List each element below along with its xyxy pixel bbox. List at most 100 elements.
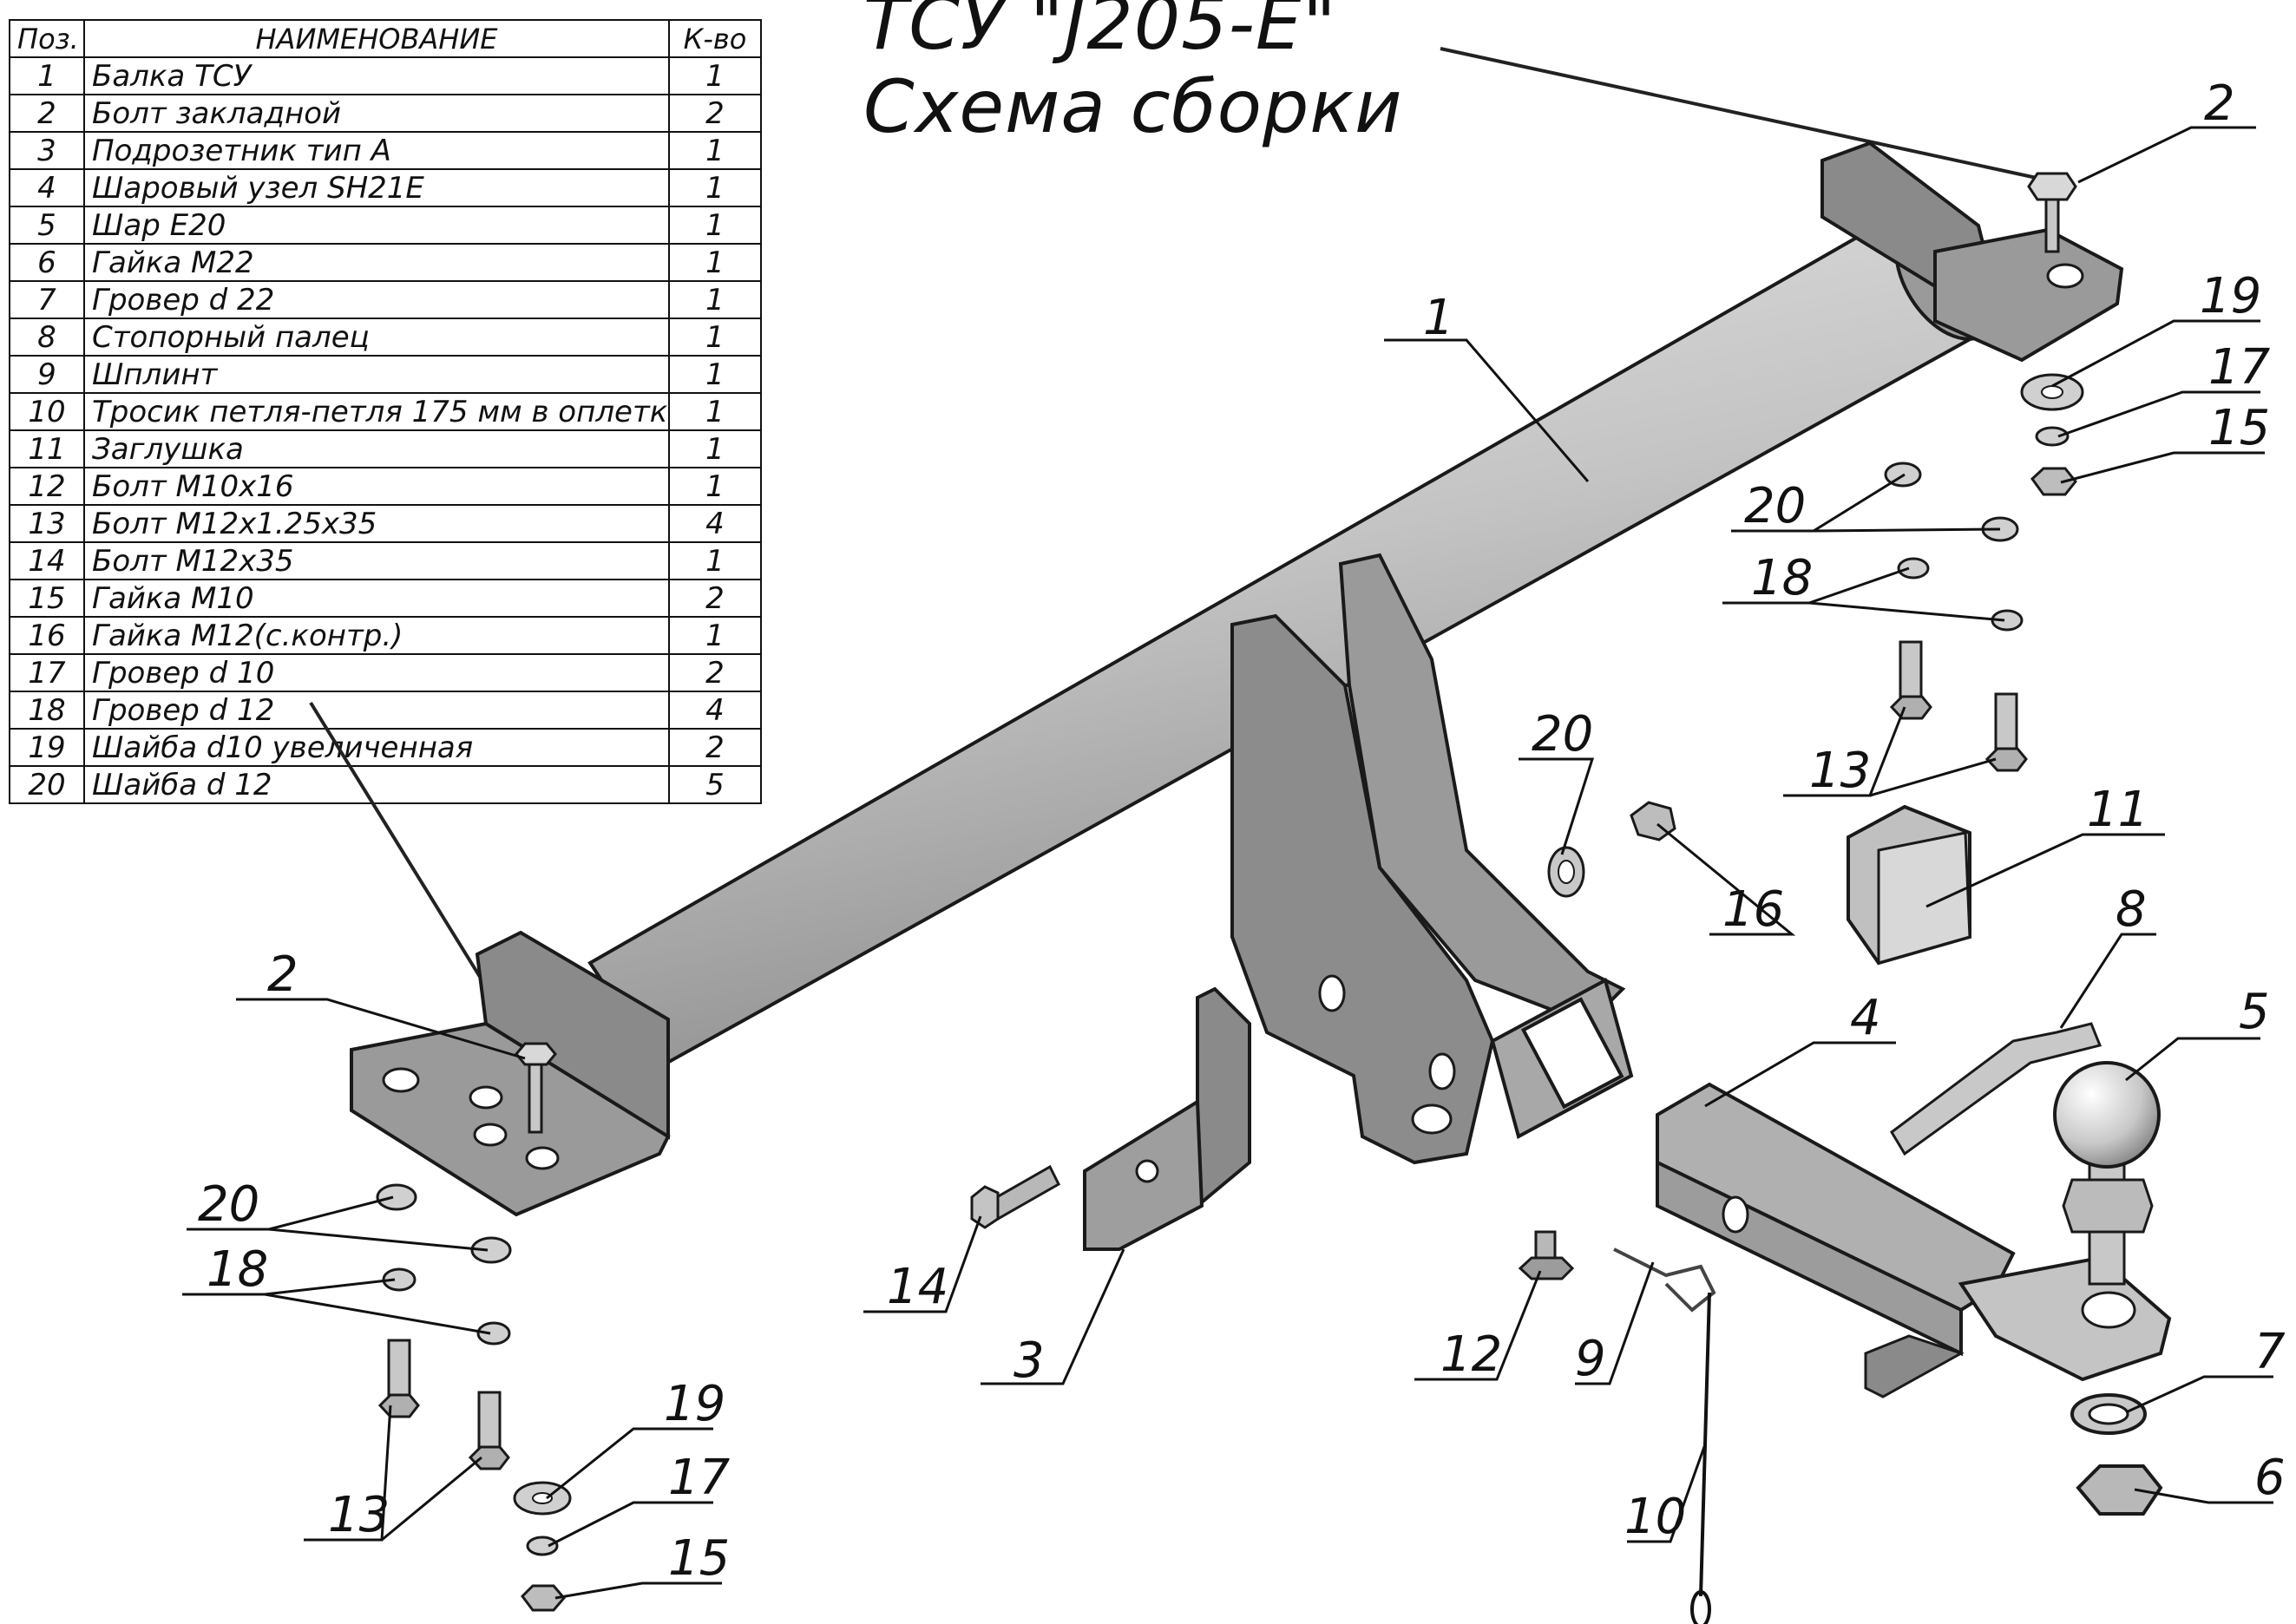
- callout-2-left: 2: [267, 946, 298, 1003]
- cotter-pin: [1613, 1247, 1716, 1313]
- row-pos: 19: [9, 728, 85, 767]
- washer-d12-center-hole: [1558, 860, 1575, 884]
- row-qty: 1: [668, 616, 762, 655]
- row-qty: 1: [668, 206, 762, 245]
- row-qty: 2: [668, 579, 762, 618]
- row-qty: 1: [668, 429, 762, 468]
- row-name: Шайба d 12: [83, 765, 670, 804]
- row-name: Гровер d 12: [83, 691, 670, 730]
- drawing-subtitle: Схема сборки: [863, 64, 1403, 149]
- row-qty: 2: [668, 94, 762, 133]
- receiver-tube: [1490, 978, 1634, 1139]
- row-name: Балка ТСУ: [83, 56, 670, 95]
- row-qty: 1: [668, 168, 762, 207]
- row-pos: 20: [9, 765, 85, 804]
- leader-lines: [182, 126, 2273, 1600]
- row-qty: 4: [668, 504, 762, 543]
- bolt-m12x125-left-1: [377, 1339, 420, 1418]
- header-name: НАИМЕНОВАНИЕ: [83, 19, 670, 58]
- row-pos: 3: [9, 131, 85, 170]
- row-qty: 2: [668, 653, 762, 692]
- callout-14: 14: [887, 1259, 948, 1315]
- ball-mount-bar: [1656, 1082, 2172, 1398]
- spring-washer-d22-hole: [2088, 1403, 2129, 1425]
- callout-20-right: 20: [1744, 478, 1806, 534]
- row-name: Гайка М22: [83, 243, 670, 282]
- socket-bracket: [1083, 986, 1251, 1251]
- callout-19-left: 19: [664, 1376, 725, 1432]
- row-name: Заглушка: [83, 429, 670, 468]
- callout-8: 8: [2116, 881, 2147, 938]
- callout-20-center: 20: [1532, 706, 1593, 763]
- bolt-m12x125-right-2: [1984, 692, 2028, 772]
- spring-washer-d12-right-1: [1897, 557, 1930, 580]
- end-plug: [1847, 804, 1971, 966]
- row-pos: 12: [9, 467, 85, 506]
- nut-m10-right: [2030, 467, 2077, 496]
- row-qty: 1: [668, 56, 762, 95]
- callout-18-right: 18: [1751, 550, 1813, 606]
- callout-10: 10: [1624, 1489, 1686, 1545]
- cable-loop-end: [1690, 1590, 1711, 1624]
- row-pos: 13: [9, 504, 85, 543]
- row-pos: 4: [9, 168, 85, 207]
- locking-pin: [1890, 1022, 2102, 1156]
- callout-12: 12: [1440, 1326, 1502, 1383]
- callout-6: 6: [2254, 1450, 2286, 1506]
- row-pos: 2: [9, 94, 85, 133]
- row-pos: 17: [9, 653, 85, 692]
- callout-11: 11: [2087, 782, 2148, 838]
- callout-16: 16: [1722, 881, 1784, 938]
- row-name: Гайка М12(с.контр.): [83, 616, 670, 655]
- row-pos: 14: [9, 541, 85, 580]
- central-hitch-bracket: [1230, 553, 1626, 1165]
- washer-d10-left-hole: [532, 1492, 553, 1504]
- row-qty: 4: [668, 691, 762, 730]
- table-header-row: Поз. НАИМЕНОВАНИЕ К-во: [9, 19, 762, 58]
- left-mounting-bracket: [350, 930, 671, 1217]
- row-pos: 1: [9, 56, 85, 95]
- row-pos: 11: [9, 429, 85, 468]
- row-name: Подрозетник тип А: [83, 131, 670, 170]
- header-quantity: К-во: [668, 19, 762, 58]
- row-pos: 7: [9, 280, 85, 319]
- spring-washer-d10-right: [2035, 426, 2070, 447]
- callout-13-right: 13: [1809, 743, 1871, 799]
- row-name: Болт М12х1.25х35: [83, 504, 670, 543]
- row-pos: 6: [9, 243, 85, 282]
- row-qty: 2: [668, 728, 762, 767]
- callout-4: 4: [1850, 990, 1881, 1046]
- row-name: Гровер d 10: [83, 653, 670, 692]
- row-name: Гайка М10: [83, 579, 670, 618]
- bolt-m12x125-left-2: [468, 1391, 510, 1470]
- row-name: Болт закладной: [83, 94, 670, 133]
- bolt-m12x125-right-1: [1889, 640, 1932, 720]
- row-qty: 1: [668, 318, 762, 357]
- row-pos: 15: [9, 579, 85, 618]
- row-name: Тросик петля-петля 175 мм в оплетке: [83, 392, 670, 431]
- row-name: Шплинт: [83, 355, 670, 394]
- callout-13-left: 13: [328, 1487, 390, 1543]
- row-qty: 1: [668, 243, 762, 282]
- row-qty: 5: [668, 765, 762, 804]
- row-name: Стопорный палец: [83, 318, 670, 357]
- row-name: Болт М12х35: [83, 541, 670, 580]
- callout-3: 3: [1014, 1333, 1045, 1389]
- bolt-m10x16: [1518, 1230, 1575, 1280]
- callout-labels: 1 2 2 3 4 5 6 7 8 9 10 11 12 13 13 14 15…: [198, 75, 2286, 1587]
- callout-15-right: 15: [2208, 400, 2270, 456]
- row-qty: 1: [668, 541, 762, 580]
